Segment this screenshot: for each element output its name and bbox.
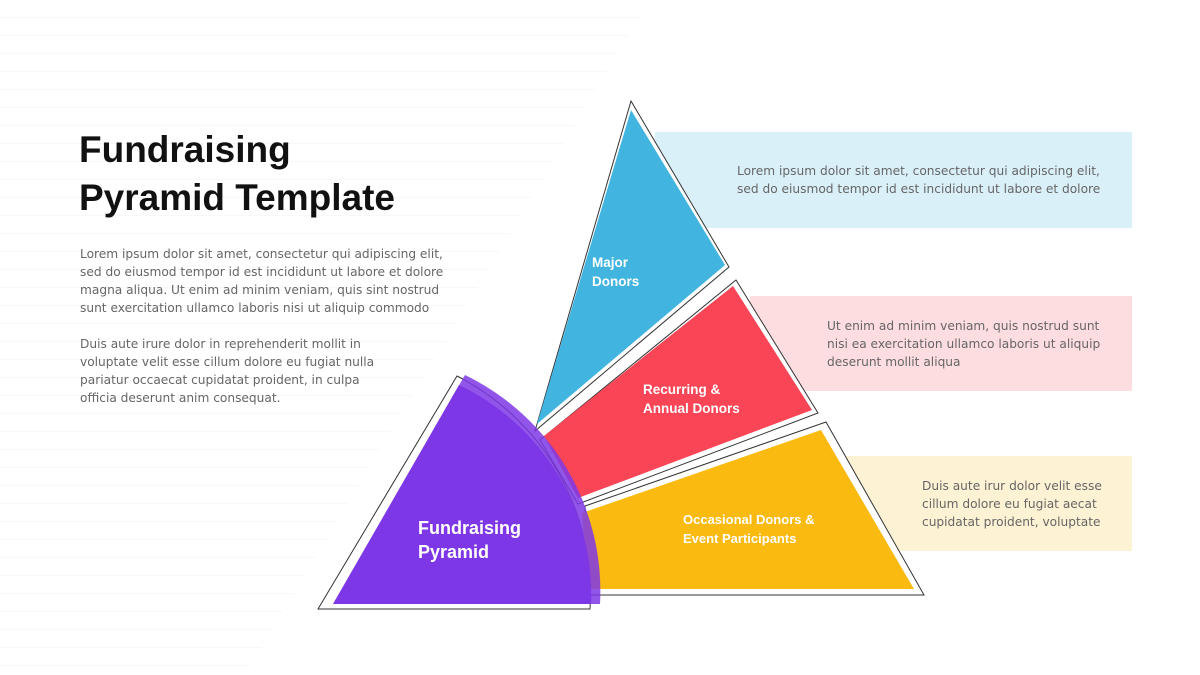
major-donors-segment <box>537 110 725 424</box>
fundraising-pyramid-label-line-2: Pyramid <box>418 542 490 562</box>
occasional-donors-segment <box>582 430 914 589</box>
recurring-donors-segment <box>544 286 812 498</box>
tier-panel-occasional <box>845 456 1132 551</box>
occasional-donors-label-line-1: Occasional Donors & <box>683 512 815 527</box>
intro-paragraph-1: Lorem ipsum dolor sit amet, consectetur … <box>80 247 444 315</box>
fundraising-pyramid-segment <box>333 385 592 604</box>
occasional-donors-label: Occasional Donors & Event Participants <box>683 510 814 548</box>
intro-paragraph-2: Duis aute irure dolor in reprehenderit m… <box>80 337 375 405</box>
major-donors-label: Major Donors <box>592 253 639 291</box>
tier-panel-recurring <box>750 296 1132 391</box>
major-donors-description: Lorem ipsum dolor sit amet, consectetur … <box>737 164 1101 196</box>
title-line-1: Fundraising <box>79 129 291 170</box>
slide-title: Fundraising Pyramid Template <box>79 126 499 222</box>
tier-panel-major <box>655 132 1132 228</box>
occasional-donors-label-line-2: Event Participants <box>683 531 797 546</box>
major-donors-label-line-2: Donors <box>592 274 640 289</box>
recurring-donors-label: Recurring & Annual Donors <box>643 380 740 418</box>
occasional-donors-description: Duis aute irur dolor velit esse cillum d… <box>922 479 1102 529</box>
recurring-donors-description: Ut enim ad minim veniam, quis nostrud su… <box>827 319 1101 369</box>
major-donors-label-line-1: Major <box>592 255 629 270</box>
fundraising-pyramid-label-line-1: Fundraising <box>418 518 521 538</box>
fundraising-pyramid-label: Fundraising Pyramid <box>418 516 521 564</box>
title-line-2: Pyramid Template <box>79 177 395 218</box>
recurring-donors-label-line-1: Recurring & <box>643 382 721 397</box>
recurring-donors-label-line-2: Annual Donors <box>643 401 740 416</box>
